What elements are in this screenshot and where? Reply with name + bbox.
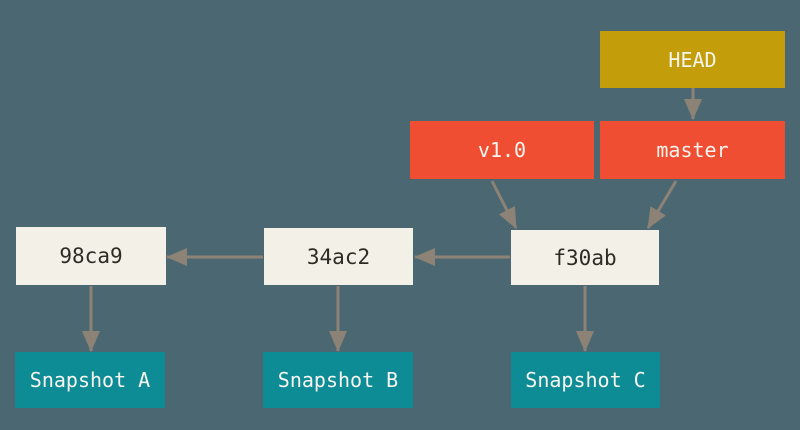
snapshot-c-box: Snapshot C xyxy=(511,352,660,408)
edge-master-to-f30ab xyxy=(646,180,678,229)
edge-v10-to-f30ab xyxy=(490,180,518,229)
tag-v1-0-box: v1.0 xyxy=(410,121,594,179)
snapshot-b-box: Snapshot B xyxy=(263,352,413,408)
snapshot-a-box: Snapshot A xyxy=(15,352,165,408)
commit-f30ab-box: f30ab xyxy=(511,230,659,285)
head-pointer-box: HEAD xyxy=(600,31,785,88)
commit-98ca9-box: 98ca9 xyxy=(16,227,166,285)
commit-34ac2-box: 34ac2 xyxy=(264,228,413,285)
branch-master-box: master xyxy=(600,121,785,179)
